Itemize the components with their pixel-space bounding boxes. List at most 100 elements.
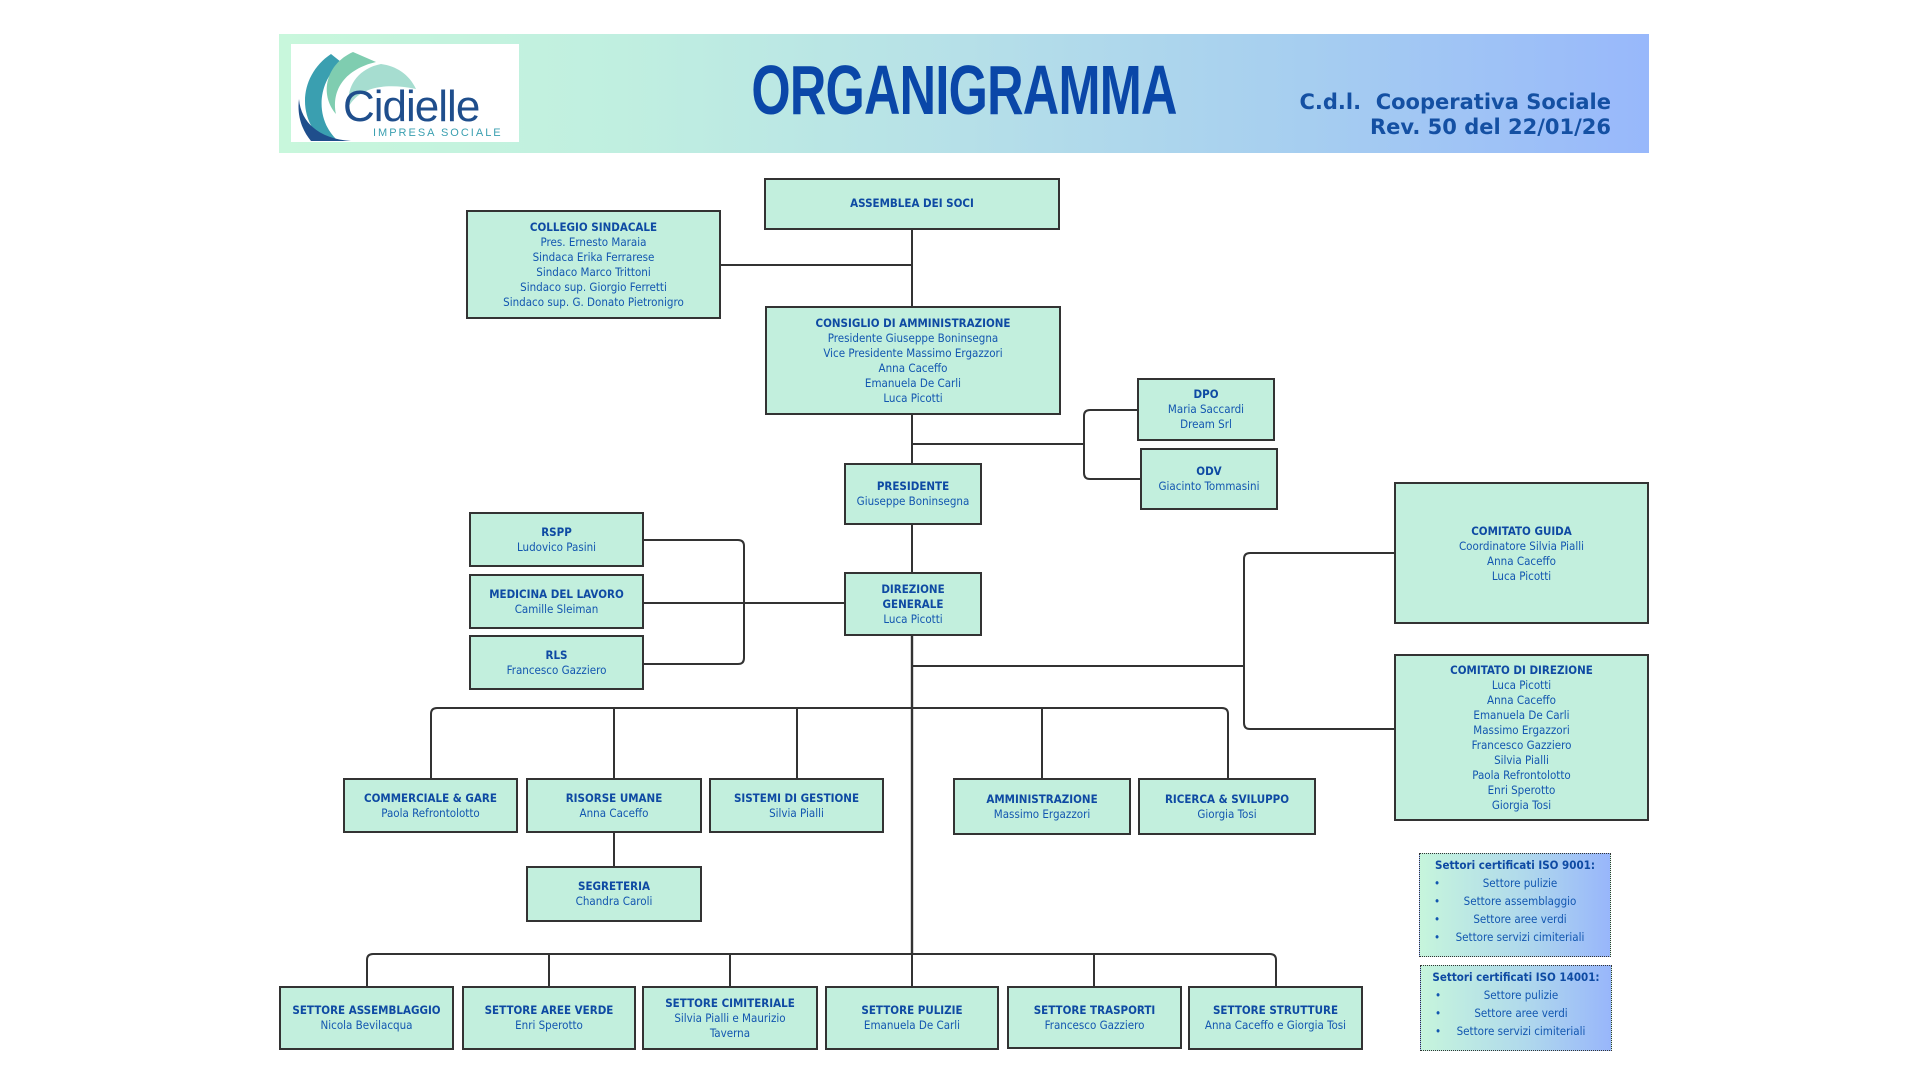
iso-14001-certification-box: Settori certificati ISO 14001: Settore p… — [1420, 965, 1612, 1051]
node-line: Massimo Ergazzori — [993, 806, 1091, 821]
certification-title: Settori certificati ISO 9001: — [1435, 858, 1595, 872]
certification-item: Settore pulizie — [1420, 874, 1610, 892]
node-line: Coordinatore Silvia Pialli — [1458, 539, 1585, 553]
node-title: AMMINISTRAZIONE — [986, 791, 1098, 806]
node-line: Paola Refrontolotto — [381, 805, 480, 820]
node-line: Giuseppe Boninsegna — [856, 494, 970, 508]
node-title: SETTORE AREE VERDE — [484, 1003, 614, 1017]
company-logo: Cidielle IMPRESA SOCIALE — [291, 44, 519, 142]
node-direzione-generale[interactable]: DIREZIONE GENERALE Luca Picotti — [844, 572, 982, 636]
node-title: COMMERCIALE & GARE — [364, 790, 497, 805]
node-presidente[interactable]: PRESIDENTE Giuseppe Boninsegna — [844, 463, 982, 525]
certification-item: Settore servizi cimiteriali — [1421, 1022, 1611, 1040]
node-title: SETTORE TRASPORTI — [1033, 1002, 1156, 1017]
node-rls[interactable]: RLS Francesco Gazziero — [469, 635, 644, 690]
revision-label: Rev. 50 del 22/01/26 — [1369, 115, 1611, 139]
node-title: SETTORE PULIZIE — [861, 1003, 963, 1017]
node-consiglio-di-amministrazione[interactable]: CONSIGLIO DI AMMINISTRAZIONE Presidente … — [765, 306, 1061, 415]
certification-title: Settori certificati ISO 14001: — [1432, 970, 1600, 984]
node-title: ASSEMBLEA DEI SOCI — [850, 196, 974, 210]
node-line: Luca Picotti — [1491, 677, 1552, 692]
node-line: Sindaco sup. Giorgio Ferretti — [520, 279, 667, 294]
node-title: SETTORE CIMITERIALE — [665, 995, 795, 1010]
node-title: SISTEMI DI GESTIONE — [733, 790, 860, 805]
node-ricerca-sviluppo[interactable]: RICERCA & SVILUPPO Giorgia Tosi — [1138, 778, 1316, 835]
node-line: Anna Caceffo — [1487, 692, 1556, 707]
node-title: SEGRETERIA — [578, 879, 650, 893]
node-comitato-di-direzione[interactable]: COMITATO DI DIREZIONE Luca Picotti Anna … — [1394, 654, 1649, 821]
node-line: Vice Presidente Massimo Ergazzori — [823, 345, 1003, 360]
connector-comitati-bracket — [1243, 552, 1394, 730]
node-line: Enri Sperotto — [1487, 782, 1556, 797]
logo-subtitle: IMPRESA SOCIALE — [373, 127, 503, 139]
node-amministrazione[interactable]: AMMINISTRAZIONE Massimo Ergazzori — [953, 778, 1131, 835]
node-line: Chandra Caroli — [575, 894, 653, 908]
node-line: Luca Picotti — [883, 390, 943, 405]
node-odv[interactable]: ODV Giacinto Tommasini — [1140, 448, 1278, 510]
node-line: Silvia Pialli e Maurizio — [674, 1010, 786, 1025]
node-line: Francesco Gazziero — [1044, 1017, 1145, 1032]
certification-item: Settore pulizie — [1421, 986, 1611, 1004]
node-line: Emanuela De Carli — [1473, 707, 1570, 722]
node-line: Taverna — [709, 1025, 751, 1040]
certification-item: Settore servizi cimiteriali — [1420, 928, 1610, 946]
node-segreteria[interactable]: SEGRETERIA Chandra Caroli — [526, 866, 702, 922]
node-settore-cimiteriale[interactable]: SETTORE CIMITERIALE Silvia Pialli e Maur… — [642, 986, 818, 1050]
node-title: CONSIGLIO DI AMMINISTRAZIONE — [815, 315, 1011, 330]
node-rspp[interactable]: RSPP Ludovico Pasini — [469, 512, 644, 567]
node-title: RSPP — [541, 524, 572, 539]
node-line: Dream Srl — [1180, 417, 1232, 431]
node-comitato-guida[interactable]: COMITATO GUIDA Coordinatore Silvia Piall… — [1394, 482, 1649, 624]
node-sistemi-di-gestione[interactable]: SISTEMI DI GESTIONE Silvia Pialli — [709, 778, 884, 833]
certification-item: Settore assemblaggio — [1420, 892, 1610, 910]
connector-sectors-bus — [366, 953, 1277, 986]
certification-list: Settore pulizie Settore assemblaggio Set… — [1420, 874, 1610, 946]
node-dpo[interactable]: DPO Maria Saccardi Dream Srl — [1137, 378, 1275, 441]
node-line: Enri Sperotto — [515, 1018, 583, 1032]
node-title: DIREZIONE GENERALE — [881, 581, 945, 611]
node-line: Emanuela De Carli — [863, 1018, 961, 1032]
node-line: Giacinto Tommasini — [1158, 479, 1260, 493]
node-settore-assemblaggio[interactable]: SETTORE ASSEMBLAGGIO Nicola Bevilacqua — [279, 986, 454, 1050]
certification-item: Settore aree verdi — [1420, 910, 1610, 928]
logo-wordmark: Cidielle — [343, 82, 480, 131]
header-banner: Cidielle IMPRESA SOCIALE ORGANIGRAMMA C.… — [279, 34, 1649, 153]
node-collegio-sindacale[interactable]: COLLEGIO SINDACALE Pres. Ernesto Maraia … — [466, 210, 721, 319]
node-title: RICERCA & SVILUPPO — [1164, 791, 1290, 806]
node-line: Nicola Bevilacqua — [320, 1018, 413, 1032]
node-assemblea-dei-soci[interactable]: ASSEMBLEA DEI SOCI — [764, 178, 1060, 230]
node-settore-trasporti[interactable]: SETTORE TRASPORTI Francesco Gazziero — [1007, 986, 1182, 1049]
node-commerciale-gare[interactable]: COMMERCIALE & GARE Paola Refrontolotto — [343, 778, 518, 833]
node-line: Anna Caceffo — [579, 805, 649, 820]
node-line: Ludovico Pasini — [516, 539, 597, 554]
node-line: Paola Refrontolotto — [1472, 767, 1571, 782]
node-settore-pulizie[interactable]: SETTORE PULIZIE Emanuela De Carli — [825, 986, 999, 1050]
page-title: ORGANIGRAMMA — [751, 51, 1177, 129]
organization-name: C.d.l. Cooperativa Sociale — [1299, 90, 1611, 114]
connector-dpo-odv-bracket — [1083, 409, 1140, 480]
node-line: Francesco Gazziero — [506, 662, 607, 677]
connector-departments-bus — [430, 707, 1229, 778]
certification-list: Settore pulizie Settore aree verdi Setto… — [1421, 986, 1611, 1040]
iso-9001-certification-box: Settori certificati ISO 9001: Settore pu… — [1419, 853, 1611, 957]
node-settore-strutture[interactable]: SETTORE STRUTTURE Anna Caceffo e Giorgia… — [1188, 986, 1363, 1050]
node-medicina-del-lavoro[interactable]: MEDICINA DEL LAVORO Camille Sleiman — [469, 574, 644, 629]
node-line: Anna Caceffo — [878, 360, 948, 375]
node-line: Massimo Ergazzori — [1473, 722, 1570, 737]
node-line: Silvia Pialli — [1494, 752, 1549, 767]
node-line: Anna Caceffo e Giorgia Tosi — [1204, 1018, 1347, 1032]
node-line: Sindaca Erika Ferrarese — [532, 249, 655, 264]
node-line: Presidente Giuseppe Boninsegna — [827, 330, 999, 345]
node-settore-aree-verde[interactable]: SETTORE AREE VERDE Enri Sperotto — [462, 986, 636, 1050]
node-risorse-umane[interactable]: RISORSE UMANE Anna Caceffo — [526, 778, 702, 833]
node-line: Camille Sleiman — [514, 601, 599, 616]
node-line: Anna Caceffo — [1487, 554, 1556, 568]
organization-info: C.d.l. Cooperativa Sociale Rev. 50 del 2… — [1300, 90, 1611, 140]
node-title: COMITATO GUIDA — [1471, 524, 1572, 538]
logo-swoosh-icon — [298, 52, 416, 141]
node-line: Maria Saccardi — [1167, 402, 1245, 416]
node-line: Emanuela De Carli — [864, 375, 962, 390]
node-line: Francesco Gazziero — [1471, 737, 1572, 752]
node-title: SETTORE ASSEMBLAGGIO — [292, 1003, 441, 1017]
